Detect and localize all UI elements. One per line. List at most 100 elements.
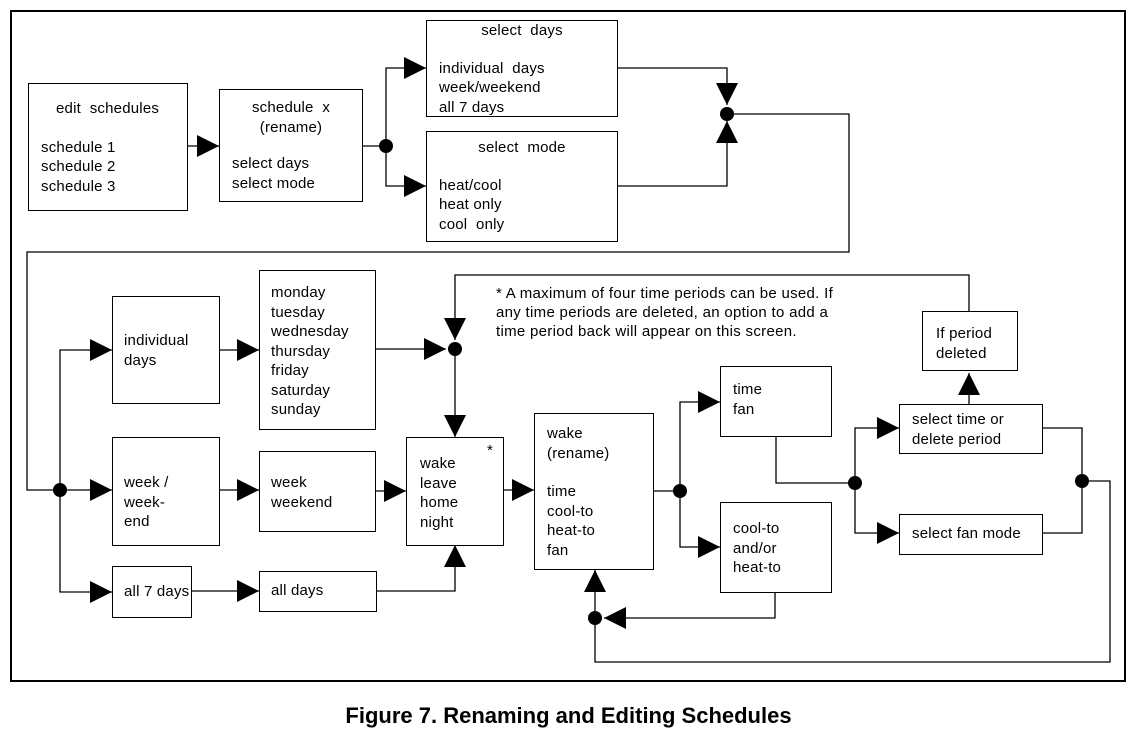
period-item: wake xyxy=(420,455,456,472)
day-item: monday xyxy=(271,284,326,301)
schedule-1-item: schedule 1 xyxy=(41,138,116,156)
figure-caption: Figure 7. Renaming and Editing Schedules xyxy=(345,703,792,728)
junction-dot-left xyxy=(53,483,67,497)
day-item: friday xyxy=(271,362,309,379)
junction-dot-schedule xyxy=(379,139,393,153)
edit-schedules-title: edit schedules xyxy=(56,100,160,117)
and-or-label: and/or xyxy=(733,539,777,557)
wake-title: wake xyxy=(547,425,583,442)
select-fan-mode-label: select fan mode xyxy=(912,525,1021,542)
heat-only-option: heat only xyxy=(439,196,502,213)
individual-days-label-1: individual xyxy=(124,332,189,349)
arrow-select-days-to-merge xyxy=(617,67,738,105)
if-period-label: If period xyxy=(936,325,992,342)
arrow-to-select-fan xyxy=(854,483,899,544)
note-line-2: any time periods are deleted, an option … xyxy=(496,304,829,321)
week-weekend-choice-box: week / week- end xyxy=(112,437,220,546)
day-item: sunday xyxy=(271,401,321,418)
if-period-deleted-box: If period deleted xyxy=(922,311,1018,371)
wake-cool-to-item: cool-to xyxy=(547,502,594,520)
heat-cool-option: heat/cool xyxy=(439,176,502,194)
max-periods-note: * A maximum of four time periods can be … xyxy=(496,284,833,341)
individual-days-label-2: days xyxy=(124,351,157,369)
weekend-label: weekend xyxy=(271,493,333,511)
edit-schedules-box: edit schedules schedule 1 schedule 2 sch… xyxy=(28,83,188,211)
week-weekend-option: week/weekend xyxy=(439,79,541,96)
select-time-delete-box: select time or delete period xyxy=(899,404,1043,454)
week-label: week xyxy=(271,474,307,491)
schedule-3-item: schedule 3 xyxy=(41,177,116,195)
schedule-x-title: schedule x xyxy=(251,99,331,116)
line-select-time-to-collector xyxy=(1042,427,1083,481)
schedule-2-item: schedule 2 xyxy=(41,158,116,175)
arrow-to-individual-days xyxy=(59,339,112,490)
wake-heat-to-item: heat-to xyxy=(547,522,596,539)
day-item: thursday xyxy=(271,342,331,360)
line-merge-to-row2 xyxy=(26,113,850,491)
select-time-label: select time or xyxy=(912,411,1004,428)
day-item: saturday xyxy=(271,381,331,399)
cool-heat-box: cool-to and/or heat-to xyxy=(720,502,832,593)
note-line-3: time period back will appear on this scr… xyxy=(496,323,797,340)
junction-dot-bottom xyxy=(588,611,602,625)
all-7-days-label: all 7 days xyxy=(124,583,190,600)
week-choice-label-2: week- xyxy=(124,493,166,511)
week-weekend-box: week weekend xyxy=(259,451,376,532)
all-days-box: all days xyxy=(259,571,377,612)
wake-rename: (rename) xyxy=(547,444,610,462)
day-item: wednesday xyxy=(271,323,349,340)
week-choice-label-3: end xyxy=(124,513,150,530)
arrow-select-mode-to-merge xyxy=(617,121,738,187)
cool-only-option: cool only xyxy=(439,215,505,233)
delete-period-label: delete period xyxy=(912,430,1002,448)
cool-to-label: cool-to xyxy=(733,520,780,537)
line-select-fan-to-collector xyxy=(1042,481,1083,534)
arrow-to-all-7-days xyxy=(59,490,112,603)
wake-edit-box: wake (rename) time cool-to heat-to fan xyxy=(534,413,654,570)
all-7-days-option: all 7 days xyxy=(439,98,505,116)
select-days-box: select days individual days week/weekend… xyxy=(426,20,618,117)
select-mode-option: select mode xyxy=(232,174,316,192)
arrow-to-select-time xyxy=(854,417,899,483)
diagram-frame xyxy=(10,10,1126,682)
period-item: night xyxy=(420,513,454,531)
select-mode-box: select mode heat/cool heat only cool onl… xyxy=(426,131,618,242)
arrow-to-cool-heat xyxy=(679,491,720,558)
arrow-to-select-days xyxy=(385,57,426,146)
deleted-label: deleted xyxy=(936,344,987,362)
junction-dot-merge xyxy=(720,107,734,121)
junction-dot-days xyxy=(448,342,462,356)
individual-days-box: individual days xyxy=(112,296,220,404)
junction-dot-wake xyxy=(673,484,687,498)
periods-box: * wake leave home night xyxy=(406,437,504,546)
heat-to-label: heat-to xyxy=(733,559,782,576)
arrow-alldays-to-periods xyxy=(376,545,466,592)
arrow-feedback-to-junction xyxy=(444,274,970,340)
schedule-x-box: schedule x (rename) select days select m… xyxy=(219,89,363,202)
week-choice-label-1: week / xyxy=(124,474,169,491)
schedule-x-rename: (rename) xyxy=(259,118,323,136)
time-fan-box: time fan xyxy=(720,366,832,437)
wake-fan-item: fan xyxy=(547,541,569,559)
all-days-label: all days xyxy=(271,582,324,599)
period-item: home xyxy=(420,494,459,511)
arrow-cool-heat-to-junction xyxy=(604,592,776,629)
wake-time-item: time xyxy=(547,483,577,500)
fan-label: fan xyxy=(733,400,755,418)
select-mode-title: select mode xyxy=(478,139,566,156)
note-line-1: * A maximum of four time periods can be … xyxy=(496,285,834,302)
select-fan-mode-box: select fan mode xyxy=(899,514,1043,555)
junction-dot-collector xyxy=(1075,474,1089,488)
time-label: time xyxy=(733,381,763,398)
arrow-to-time-fan xyxy=(679,391,720,491)
select-days-option: select days xyxy=(232,155,310,172)
days-list-box: monday tuesday wednesday thursday friday… xyxy=(259,270,376,430)
line-collector-return xyxy=(594,480,1111,663)
arrow-to-select-mode xyxy=(385,146,426,197)
junction-dot-right xyxy=(848,476,862,490)
line-time-fan-to-junction xyxy=(775,436,855,484)
select-days-title: select days xyxy=(481,22,563,39)
period-item: leave xyxy=(420,474,457,492)
all-7-days-box: all 7 days xyxy=(112,566,192,618)
